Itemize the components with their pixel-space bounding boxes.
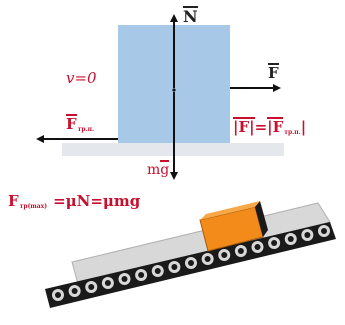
applied-force-label: F: [268, 63, 279, 82]
belt-roller-hub: [321, 228, 327, 234]
center-point: [172, 88, 176, 92]
belt-roller-hub: [55, 292, 61, 298]
belt-roller-hub: [104, 280, 111, 286]
belt-roller-hub: [88, 284, 95, 290]
belt-roller-hub: [237, 248, 244, 254]
belt-roller-hub: [304, 232, 311, 238]
belt-rollers: [52, 225, 330, 301]
friction-force-label: Fтр.п.: [66, 114, 95, 133]
max-friction-formula: Fтр(max)=μN=μmg: [8, 192, 141, 210]
belt-roller-hub: [221, 252, 228, 258]
belt-roller-hub: [188, 260, 194, 266]
conveyor-belt: [45, 202, 336, 308]
belt-roller-hub: [154, 268, 161, 274]
force-equality-label: |F|=|Fтр.п.|: [233, 117, 307, 136]
belt-roller-hub: [138, 272, 145, 278]
velocity-label: v=0: [66, 69, 97, 87]
belt-roller-hub: [254, 244, 261, 250]
belt-roller-hub: [71, 288, 78, 294]
belt-roller-hub: [121, 276, 128, 282]
normal-force-label: N: [183, 6, 198, 26]
belt-roller-hub: [271, 240, 278, 246]
cargo-box: [199, 201, 268, 252]
weight-label: mg: [147, 160, 170, 178]
belt-roller-hub: [287, 236, 294, 242]
belt-roller-hub: [204, 256, 211, 262]
belt-roller-hub: [171, 264, 178, 270]
